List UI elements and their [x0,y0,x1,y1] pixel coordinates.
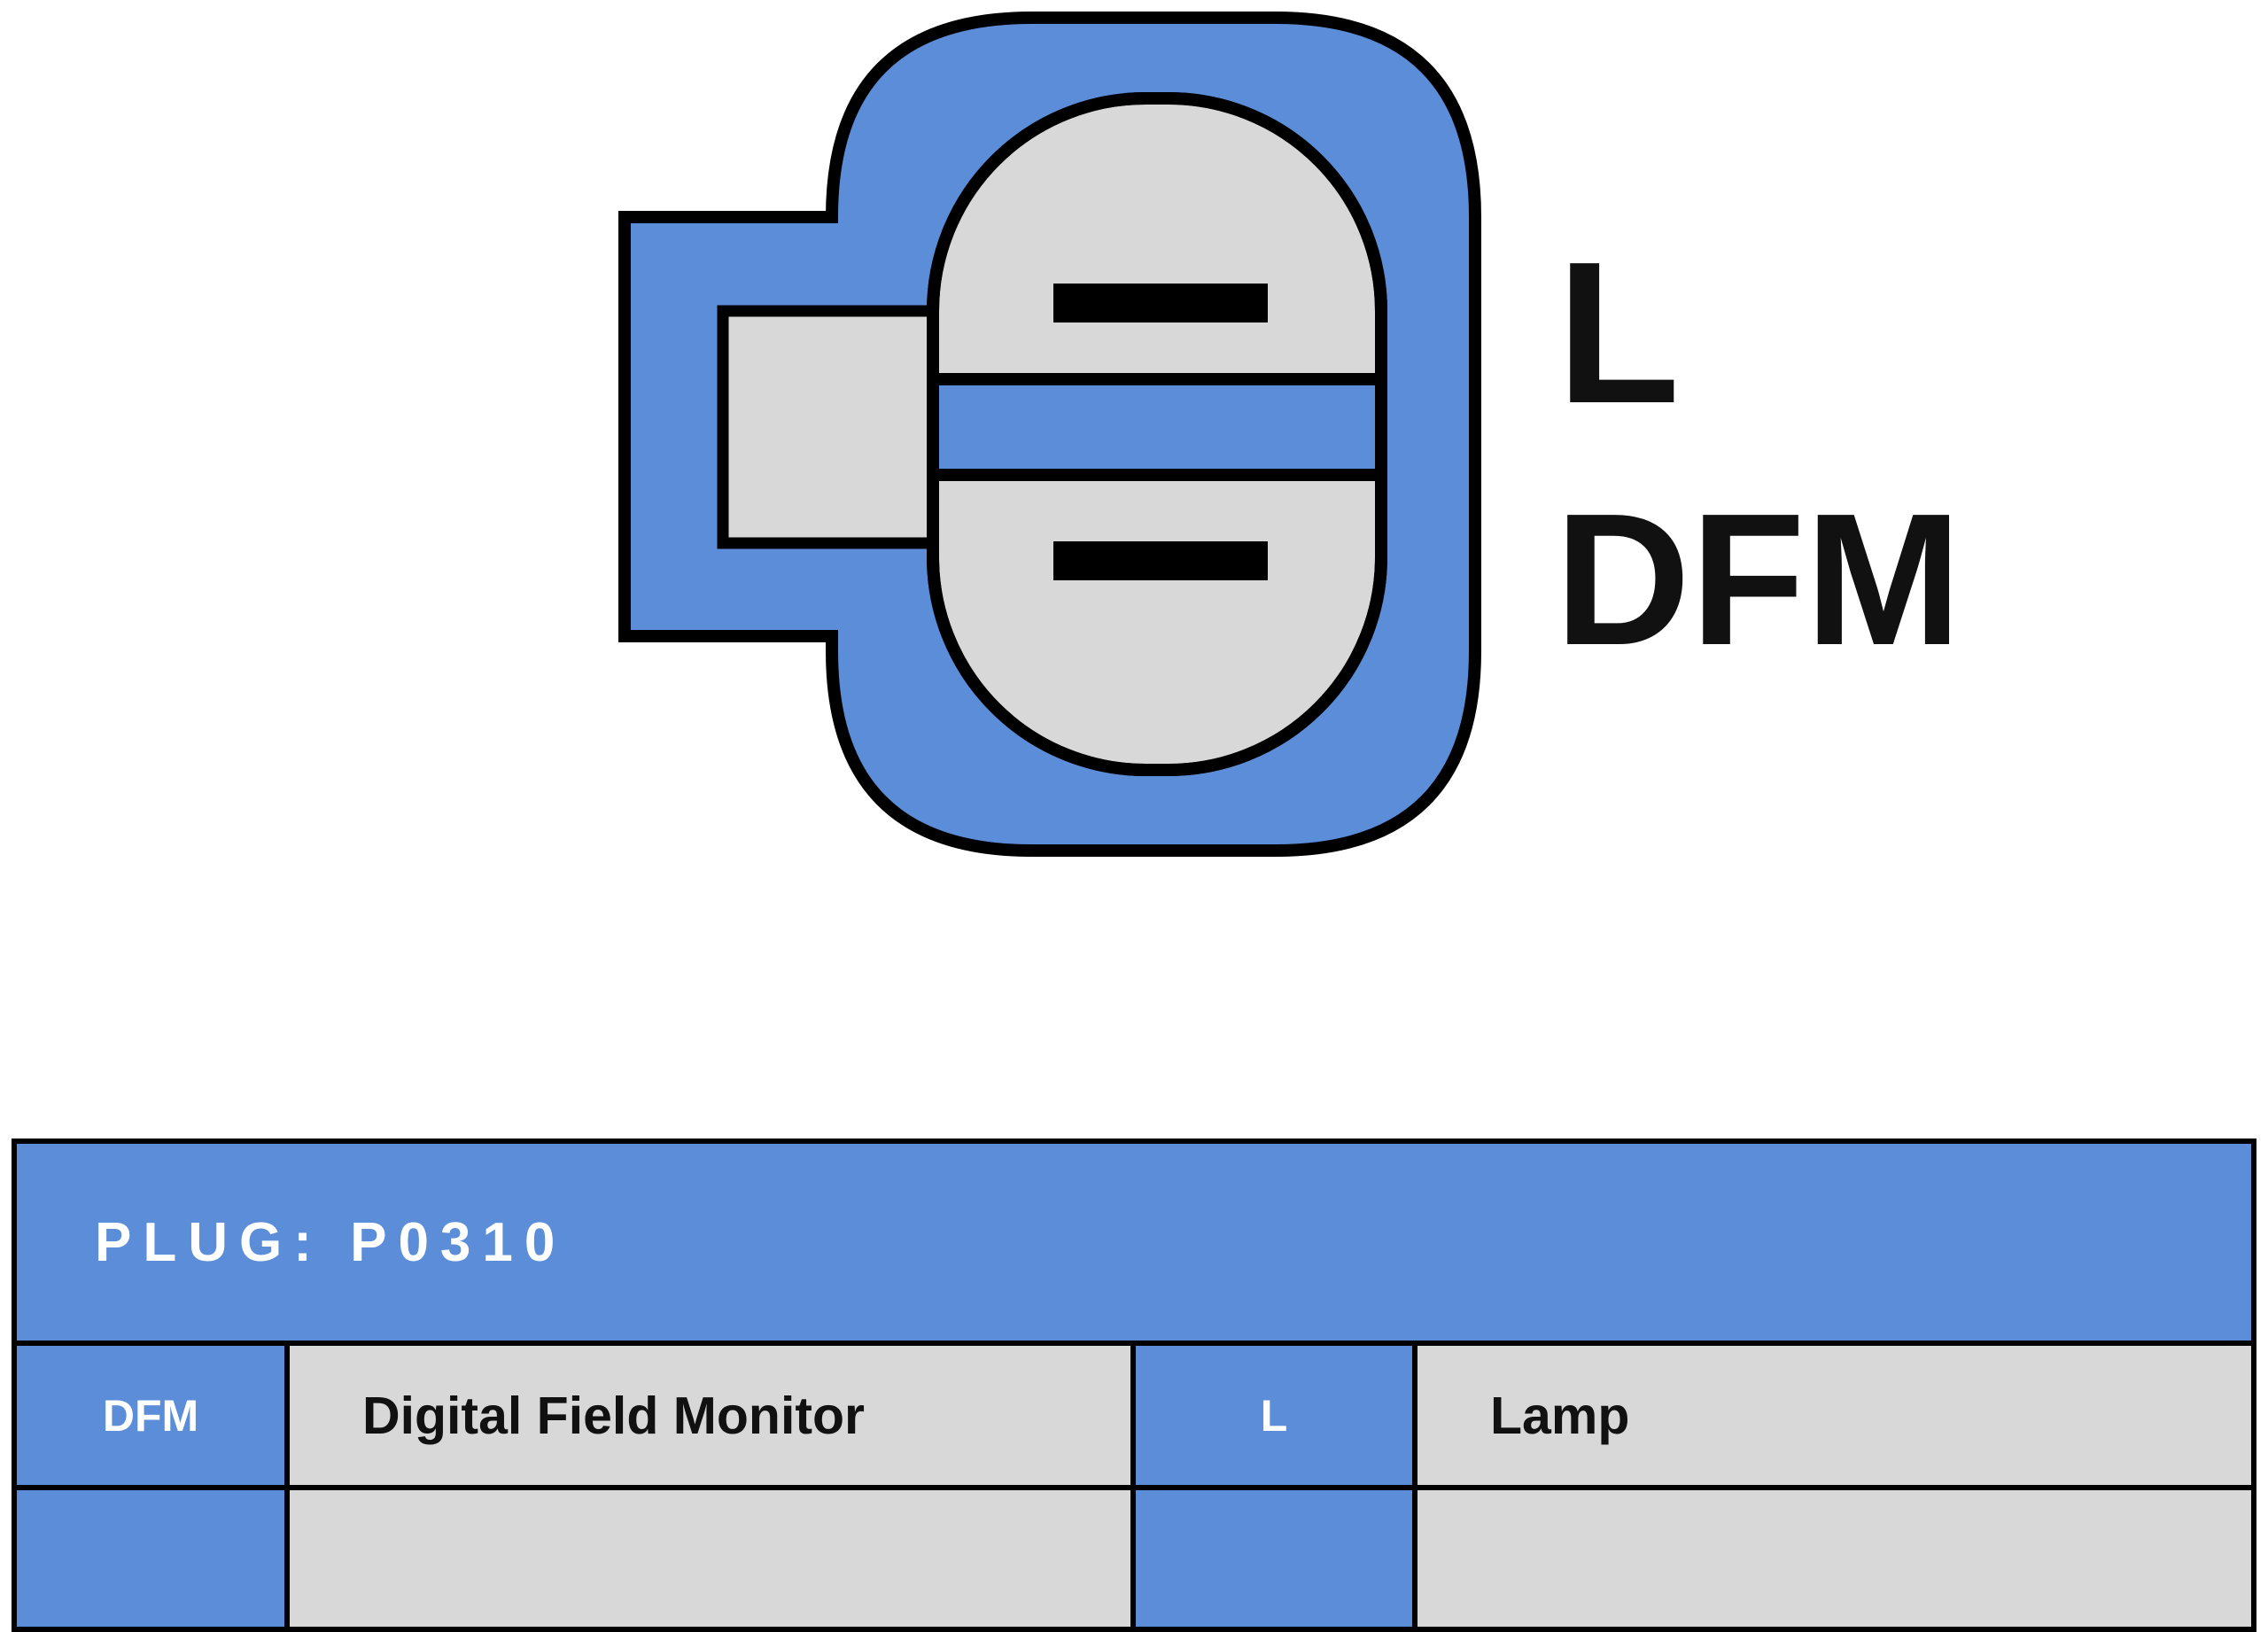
pin-label-dfm: DFM [1555,474,1962,684]
plug-table-grid: DFM Digital Field Monitor L Lamp [17,1346,2251,1627]
pin-label-l: L [1557,221,1681,446]
table-cell-empty-value-2 [1418,1490,2251,1627]
plug-table: PLUG: P0310 DFM Digital Field Monitor L … [12,1139,2256,1632]
table-cell-empty-key-2 [1136,1490,1418,1627]
table-cell-dfm-description: Digital Field Monitor [290,1346,1136,1490]
terminal-slot-lower [1053,541,1268,580]
connector-keyway [717,305,944,549]
terminal-cavity-outline [927,92,1387,776]
table-cell-dfm-key: DFM [17,1346,290,1490]
terminal-slot-upper [1053,284,1268,323]
table-cell-l-key: L [1136,1346,1418,1490]
connector-diagram [618,12,1481,857]
table-cell-l-description: Lamp [1418,1346,2251,1490]
cavity-divider-band [933,373,1381,481]
plug-table-title: PLUG: P0310 [17,1144,2251,1346]
table-cell-empty-value-1 [290,1490,1136,1627]
table-cell-empty-key-1 [17,1490,290,1627]
